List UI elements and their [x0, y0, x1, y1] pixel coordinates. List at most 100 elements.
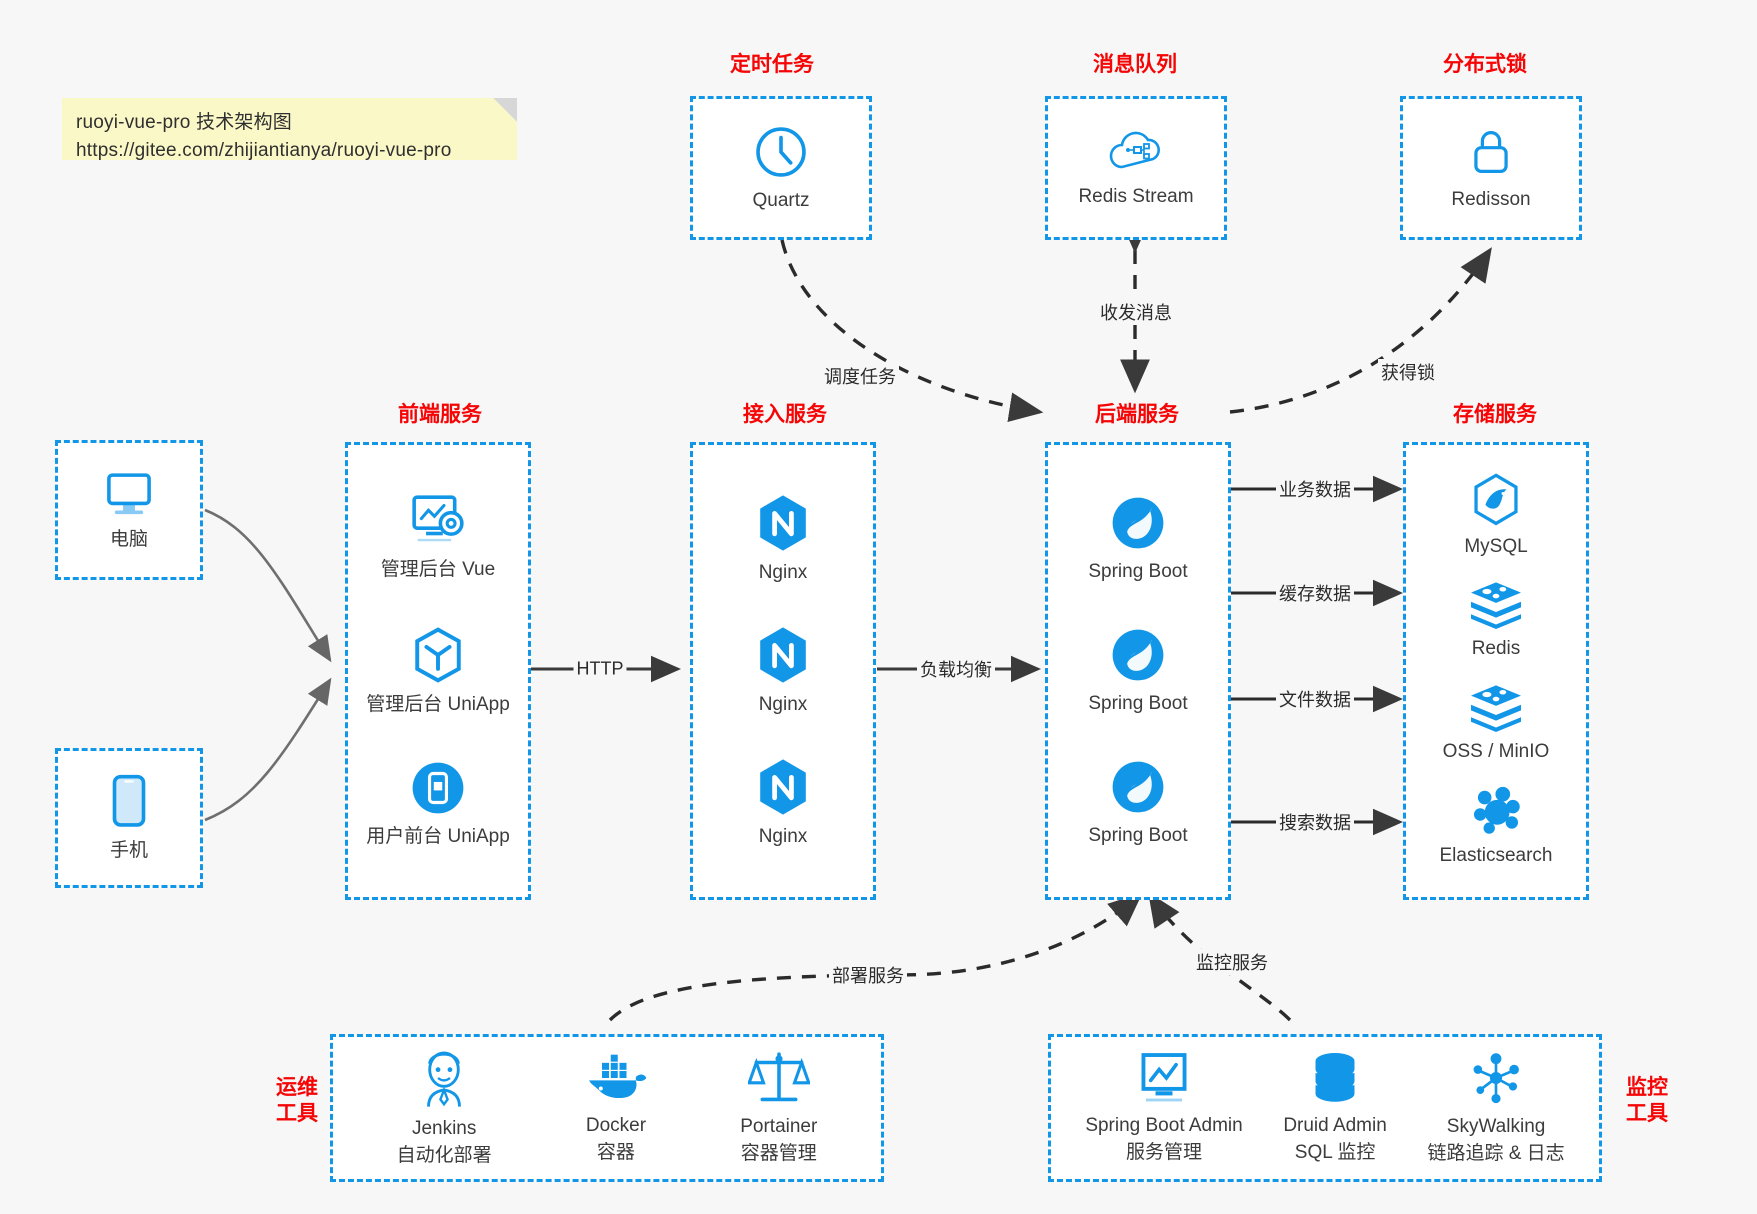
group-title-message-queue: 消息队列 — [1093, 53, 1177, 76]
group-box-backend: Spring Boot Spring Boot Spring Boot — [1045, 442, 1231, 900]
group-box-distributed-lock: Redisson — [1400, 96, 1582, 240]
lock-icon — [1474, 130, 1508, 173]
node-admin-uniapp[interactable]: 管理后台 UniApp — [366, 625, 510, 718]
node-nginx-2[interactable]: Nginx — [755, 625, 811, 718]
group-title-distributed-lock: 分布式锁 — [1443, 53, 1527, 76]
node-label: 手机 — [109, 839, 148, 861]
hexagon-cube-icon — [415, 627, 461, 683]
title-note: ruoyi-vue-pro 技术架构图 https://gitee.com/zh… — [62, 98, 517, 161]
node-mysql[interactable]: MySQL — [1464, 473, 1528, 560]
spring-leaf-icon — [1112, 497, 1164, 549]
spring-leaf-icon — [1112, 629, 1164, 681]
node-label: Spring Boot Admin — [1085, 1115, 1243, 1137]
node-user-uniapp[interactable]: 用户前台 UniApp — [366, 759, 510, 850]
group-box-monitoring: Spring Boot Admin 服务管理 Druid Admin SQL 监… — [1048, 1034, 1602, 1182]
docker-whale-icon — [589, 1055, 647, 1099]
node-quartz[interactable]: Quartz — [752, 123, 810, 214]
group-title-devops: 运维 工具 — [262, 1075, 332, 1128]
node-spring-boot-1[interactable]: Spring Boot — [1088, 494, 1188, 585]
connector-label-http: HTTP — [573, 658, 627, 680]
spring-leaf-icon — [1112, 761, 1164, 813]
node-label: OSS / MinIO — [1442, 740, 1550, 762]
node-phone[interactable]: 手机 — [107, 773, 151, 864]
node-label: Spring Boot — [1088, 692, 1188, 714]
group-box-scheduled-task: Quartz — [690, 96, 872, 240]
node-label: 管理后台 UniApp — [366, 693, 510, 715]
note-line-1: ruoyi-vue-pro 技术架构图 — [76, 112, 293, 133]
redis-stack-icon — [1471, 582, 1521, 630]
node-desc: 容器管理 — [740, 1143, 817, 1164]
node-label: Spring Boot — [1088, 824, 1188, 846]
devops-title-line-2: 工具 — [276, 1102, 318, 1126]
chart-monitor-icon — [1141, 1053, 1187, 1102]
node-label: Redis — [1471, 638, 1521, 660]
object-storage-icon — [1470, 685, 1521, 732]
device-box-phone: 手机 — [55, 748, 203, 888]
elasticsearch-icon — [1473, 787, 1520, 835]
node-desc: SQL 监控 — [1294, 1142, 1376, 1163]
group-box-frontend: 管理后台 Vue 管理后台 UniApp 用户前台 UniApp — [345, 442, 531, 900]
connector-label-business-data: 业务数据 — [1276, 476, 1354, 502]
group-title-monitoring: 监控 工具 — [1612, 1075, 1682, 1128]
node-label: Nginx — [758, 825, 808, 847]
node-desc: 服务管理 — [1125, 1142, 1202, 1163]
group-title-backend: 后端服务 — [1095, 403, 1179, 426]
connector-label-monitor-service: 监控服务 — [1193, 949, 1271, 975]
node-label: Elasticsearch — [1439, 845, 1553, 867]
group-title-gateway: 接入服务 — [743, 403, 827, 426]
mysql-dolphin-icon — [1474, 473, 1518, 526]
node-docker[interactable]: Docker 容器 — [583, 1050, 649, 1165]
note-fold-corner — [493, 98, 517, 122]
node-redisson[interactable]: Redisson — [1451, 124, 1531, 213]
node-label: MySQL — [1464, 535, 1528, 557]
group-box-devops: Jenkins 自动化部署 Docker 容器 — [330, 1034, 884, 1182]
jenkins-butler-icon — [427, 1051, 462, 1108]
node-label: SkyWalking — [1446, 1116, 1546, 1138]
node-portainer[interactable]: Portainer 容器管理 — [740, 1049, 817, 1166]
clock-icon — [756, 126, 806, 177]
devops-title-line-1: 运维 — [276, 1076, 318, 1099]
node-admin-vue[interactable]: 管理后台 Vue — [381, 492, 495, 583]
node-label: Redisson — [1451, 188, 1531, 210]
monitoring-title-line-1: 监控 — [1626, 1076, 1668, 1099]
node-label: Jenkins — [411, 1118, 477, 1140]
node-nginx-3[interactable]: Nginx — [755, 757, 811, 850]
cloud-stream-icon — [1109, 131, 1160, 168]
node-desc: 链路追踪 & 日志 — [1427, 1143, 1565, 1164]
group-box-gateway: Nginx Nginx Nginx — [690, 442, 876, 900]
node-elasticsearch[interactable]: Elasticsearch — [1440, 784, 1553, 869]
node-oss-minio[interactable]: OSS / MinIO — [1442, 682, 1550, 765]
node-skywalking[interactable]: SkyWalking 链路追踪 & 日志 — [1427, 1049, 1565, 1166]
node-druid-admin[interactable]: Druid Admin SQL 监控 — [1283, 1050, 1387, 1165]
node-label: Docker — [585, 1115, 647, 1137]
nginx-icon — [760, 759, 806, 815]
node-jenkins[interactable]: Jenkins 自动化部署 — [397, 1047, 492, 1168]
node-label: Druid Admin — [1283, 1115, 1387, 1137]
node-spring-boot-2[interactable]: Spring Boot — [1088, 626, 1188, 717]
connector-label-schedule-task: 调度任务 — [821, 363, 899, 389]
monitor-icon — [107, 472, 151, 514]
group-box-storage: MySQL Redis OSS / MinIO — [1403, 442, 1589, 900]
group-title-frontend: 前端服务 — [398, 403, 482, 426]
node-spring-boot-3[interactable]: Spring Boot — [1088, 758, 1188, 849]
dashboard-gear-icon — [412, 495, 464, 542]
nginx-icon — [760, 495, 806, 551]
node-label: Portainer — [740, 1116, 818, 1138]
connector-label-load-balance: 负载均衡 — [917, 656, 995, 682]
portainer-scale-icon — [747, 1052, 810, 1102]
node-computer[interactable]: 电脑 — [100, 468, 158, 553]
connector-label-deploy-service: 部署服务 — [829, 962, 907, 988]
smartphone-icon — [112, 774, 146, 827]
node-label: Spring Boot — [1088, 560, 1188, 582]
device-box-computer: 电脑 — [55, 440, 203, 580]
node-label: Nginx — [758, 561, 808, 583]
node-redis-stream[interactable]: Redis Stream — [1078, 127, 1194, 210]
connector-label-file-data: 文件数据 — [1276, 686, 1354, 712]
connector-label-search-data: 搜索数据 — [1276, 809, 1354, 835]
node-label: Nginx — [758, 693, 808, 715]
node-spring-boot-admin[interactable]: Spring Boot Admin 服务管理 — [1085, 1050, 1243, 1165]
node-nginx-1[interactable]: Nginx — [755, 493, 811, 586]
node-label: 管理后台 Vue — [380, 559, 496, 580]
node-redis[interactable]: Redis — [1467, 579, 1525, 662]
